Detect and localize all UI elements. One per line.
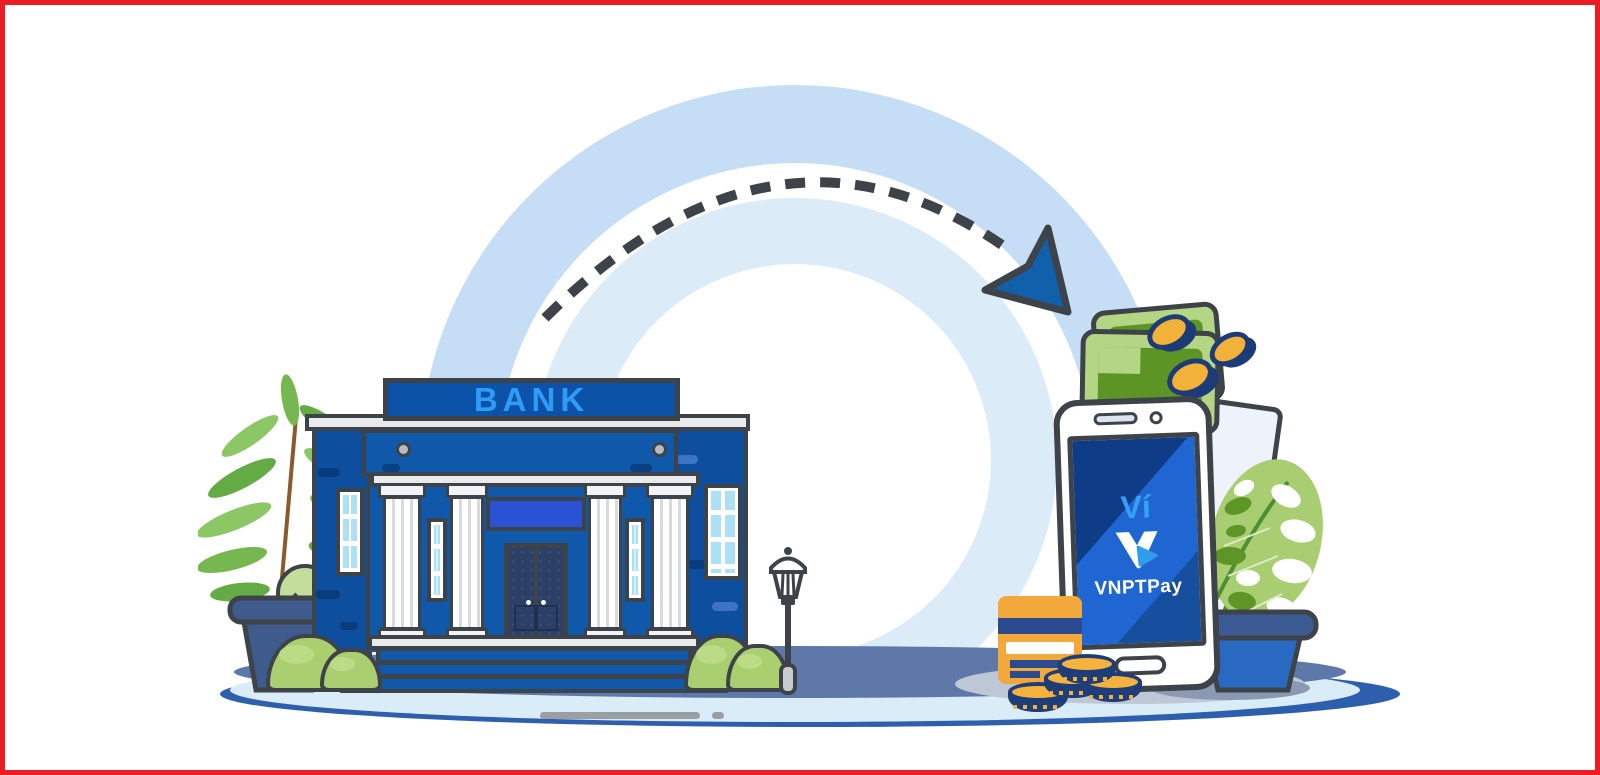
- arrowhead-icon: [981, 224, 1072, 316]
- wallet-label: Ví: [1119, 488, 1152, 526]
- door-panel: [514, 605, 536, 631]
- bank-window-narrow: [427, 518, 447, 602]
- entrance-sign: [486, 497, 586, 531]
- ground-dash-short: [712, 712, 724, 719]
- bank-sign-label: BANK: [473, 380, 590, 418]
- bank-column: [646, 483, 694, 643]
- bank-window-right-wing: [704, 484, 742, 580]
- bank-step: [340, 675, 728, 693]
- door-handle: [526, 600, 531, 605]
- brick: [382, 464, 400, 472]
- brick: [630, 464, 652, 472]
- brand-label: VNPTPay: [1094, 575, 1183, 600]
- frieze-dot: [652, 442, 667, 457]
- bank-column: [378, 483, 426, 643]
- smartphone: Ví VNPTPay: [1052, 395, 1222, 695]
- brick: [688, 560, 712, 569]
- dashed-arc: [541, 177, 1015, 322]
- phone-speaker: [1093, 411, 1138, 426]
- bill-corner-highlight: [1098, 347, 1141, 374]
- coin-icon: [1058, 654, 1116, 684]
- brick: [712, 602, 738, 611]
- street-lamp-icon: [769, 547, 807, 695]
- door-panel: [536, 605, 558, 631]
- brick: [676, 455, 698, 464]
- phone-screen: Ví VNPTPay: [1067, 431, 1207, 651]
- card-number-bar: [1010, 660, 1062, 668]
- card-magstripe: [998, 618, 1082, 634]
- card-signature-stripe: [1006, 642, 1074, 654]
- door-divider: [534, 548, 538, 635]
- bank-column: [584, 483, 626, 643]
- door-handle: [541, 600, 546, 605]
- brick: [318, 468, 340, 477]
- vnptpay-logo-icon: [1115, 531, 1158, 569]
- coin-icon: [1008, 682, 1068, 712]
- card-number-bar: [1010, 671, 1040, 678]
- brick: [340, 622, 358, 630]
- entrance-door: [504, 543, 568, 640]
- bank-window-narrow: [625, 518, 645, 602]
- bank-column: [446, 483, 488, 643]
- ground-dash-long: [540, 712, 700, 719]
- frieze-dot: [396, 442, 411, 457]
- leaf-holes: [1233, 479, 1316, 619]
- bank-sign: BANK: [383, 378, 680, 421]
- bank-window-left-wing: [336, 488, 364, 576]
- brick: [316, 590, 340, 599]
